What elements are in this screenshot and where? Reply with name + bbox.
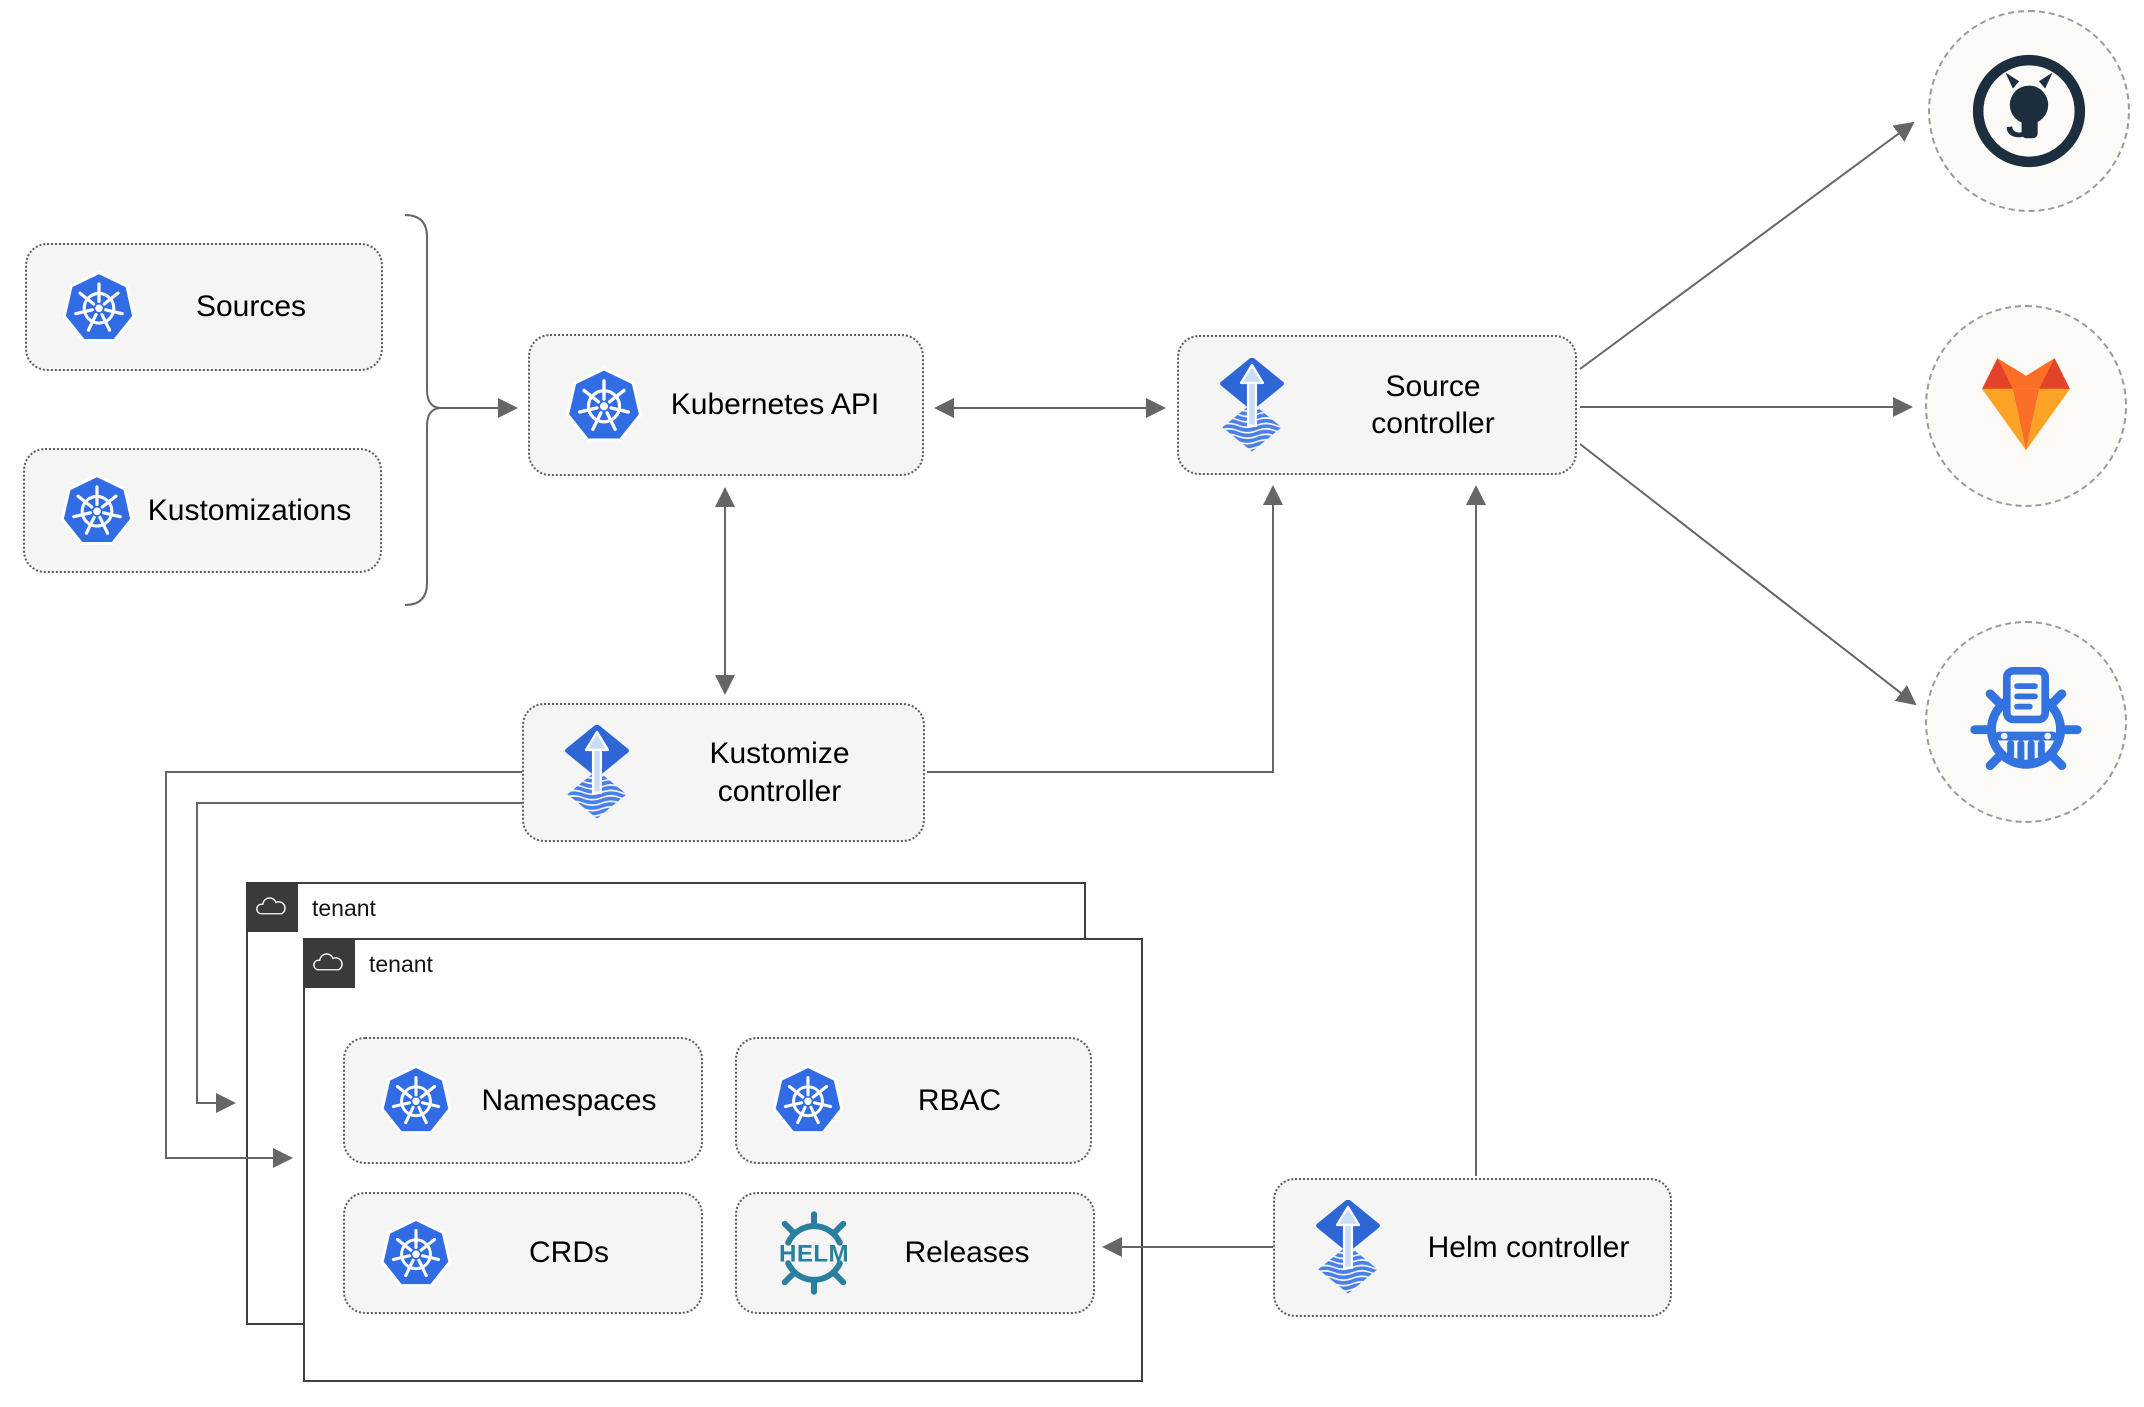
endpoint-gitlab	[1925, 305, 2127, 507]
kubernetes-icon	[61, 268, 137, 347]
gitlab-icon	[1971, 356, 2081, 457]
endpoint-chartmuseum	[1925, 621, 2127, 823]
node-source-controller: Source controller	[1177, 335, 1577, 475]
node-kustomizations: Kustomizations	[23, 448, 382, 573]
kubernetes-icon	[379, 1062, 453, 1139]
node-label: Namespaces	[481, 1083, 657, 1117]
node-sources: Sources	[25, 243, 383, 371]
node-label: Releases	[904, 1236, 1030, 1270]
connector-kustomize-to-source	[927, 485, 1283, 773]
node-rbac: RBAC	[735, 1037, 1092, 1164]
helm-icon	[771, 1210, 857, 1296]
node-label: Helm controller	[1427, 1230, 1630, 1264]
node-label: Source controller	[1371, 369, 1495, 441]
github-icon	[1967, 49, 2091, 173]
node-kustomize-controller: Kustomize controller	[522, 703, 925, 842]
brace-sources-kustomizations	[404, 214, 441, 606]
connector-source-to-chartmuseum	[1579, 443, 1917, 706]
kubernetes-icon	[564, 364, 644, 447]
node-label: CRDs	[529, 1236, 609, 1270]
flux-icon	[1213, 358, 1291, 453]
node-namespaces: Namespaces	[343, 1037, 703, 1164]
node-label: Kubernetes API	[670, 388, 880, 422]
kubernetes-icon	[59, 471, 135, 550]
chartmuseum-icon	[1962, 658, 2090, 786]
node-label: Sources	[195, 290, 307, 324]
node-crds: CRDs	[343, 1192, 703, 1314]
endpoint-github	[1928, 10, 2130, 212]
kubernetes-icon	[379, 1215, 453, 1292]
node-helm-controller: Helm controller	[1273, 1178, 1672, 1317]
tenant-header	[246, 882, 298, 932]
tenant-label: tenant	[369, 951, 433, 977]
cloud-icon	[311, 951, 347, 975]
node-kubernetes-api: Kubernetes API	[528, 334, 924, 476]
tenant-group-inner: tenant Namespaces RBAC CRDs Releases	[303, 938, 1143, 1382]
tenant-header	[303, 938, 355, 988]
kubernetes-icon	[771, 1062, 845, 1139]
node-label: Kustomizations	[147, 493, 352, 527]
node-label: Kustomize controller	[709, 737, 850, 808]
cloud-icon	[254, 895, 290, 919]
tenant-label: tenant	[312, 895, 376, 921]
connector-source-to-github	[1579, 121, 1915, 370]
node-releases: Releases	[735, 1192, 1095, 1314]
flux-icon	[558, 725, 636, 820]
node-label: RBAC	[917, 1083, 1002, 1117]
flux-icon	[1309, 1200, 1387, 1295]
